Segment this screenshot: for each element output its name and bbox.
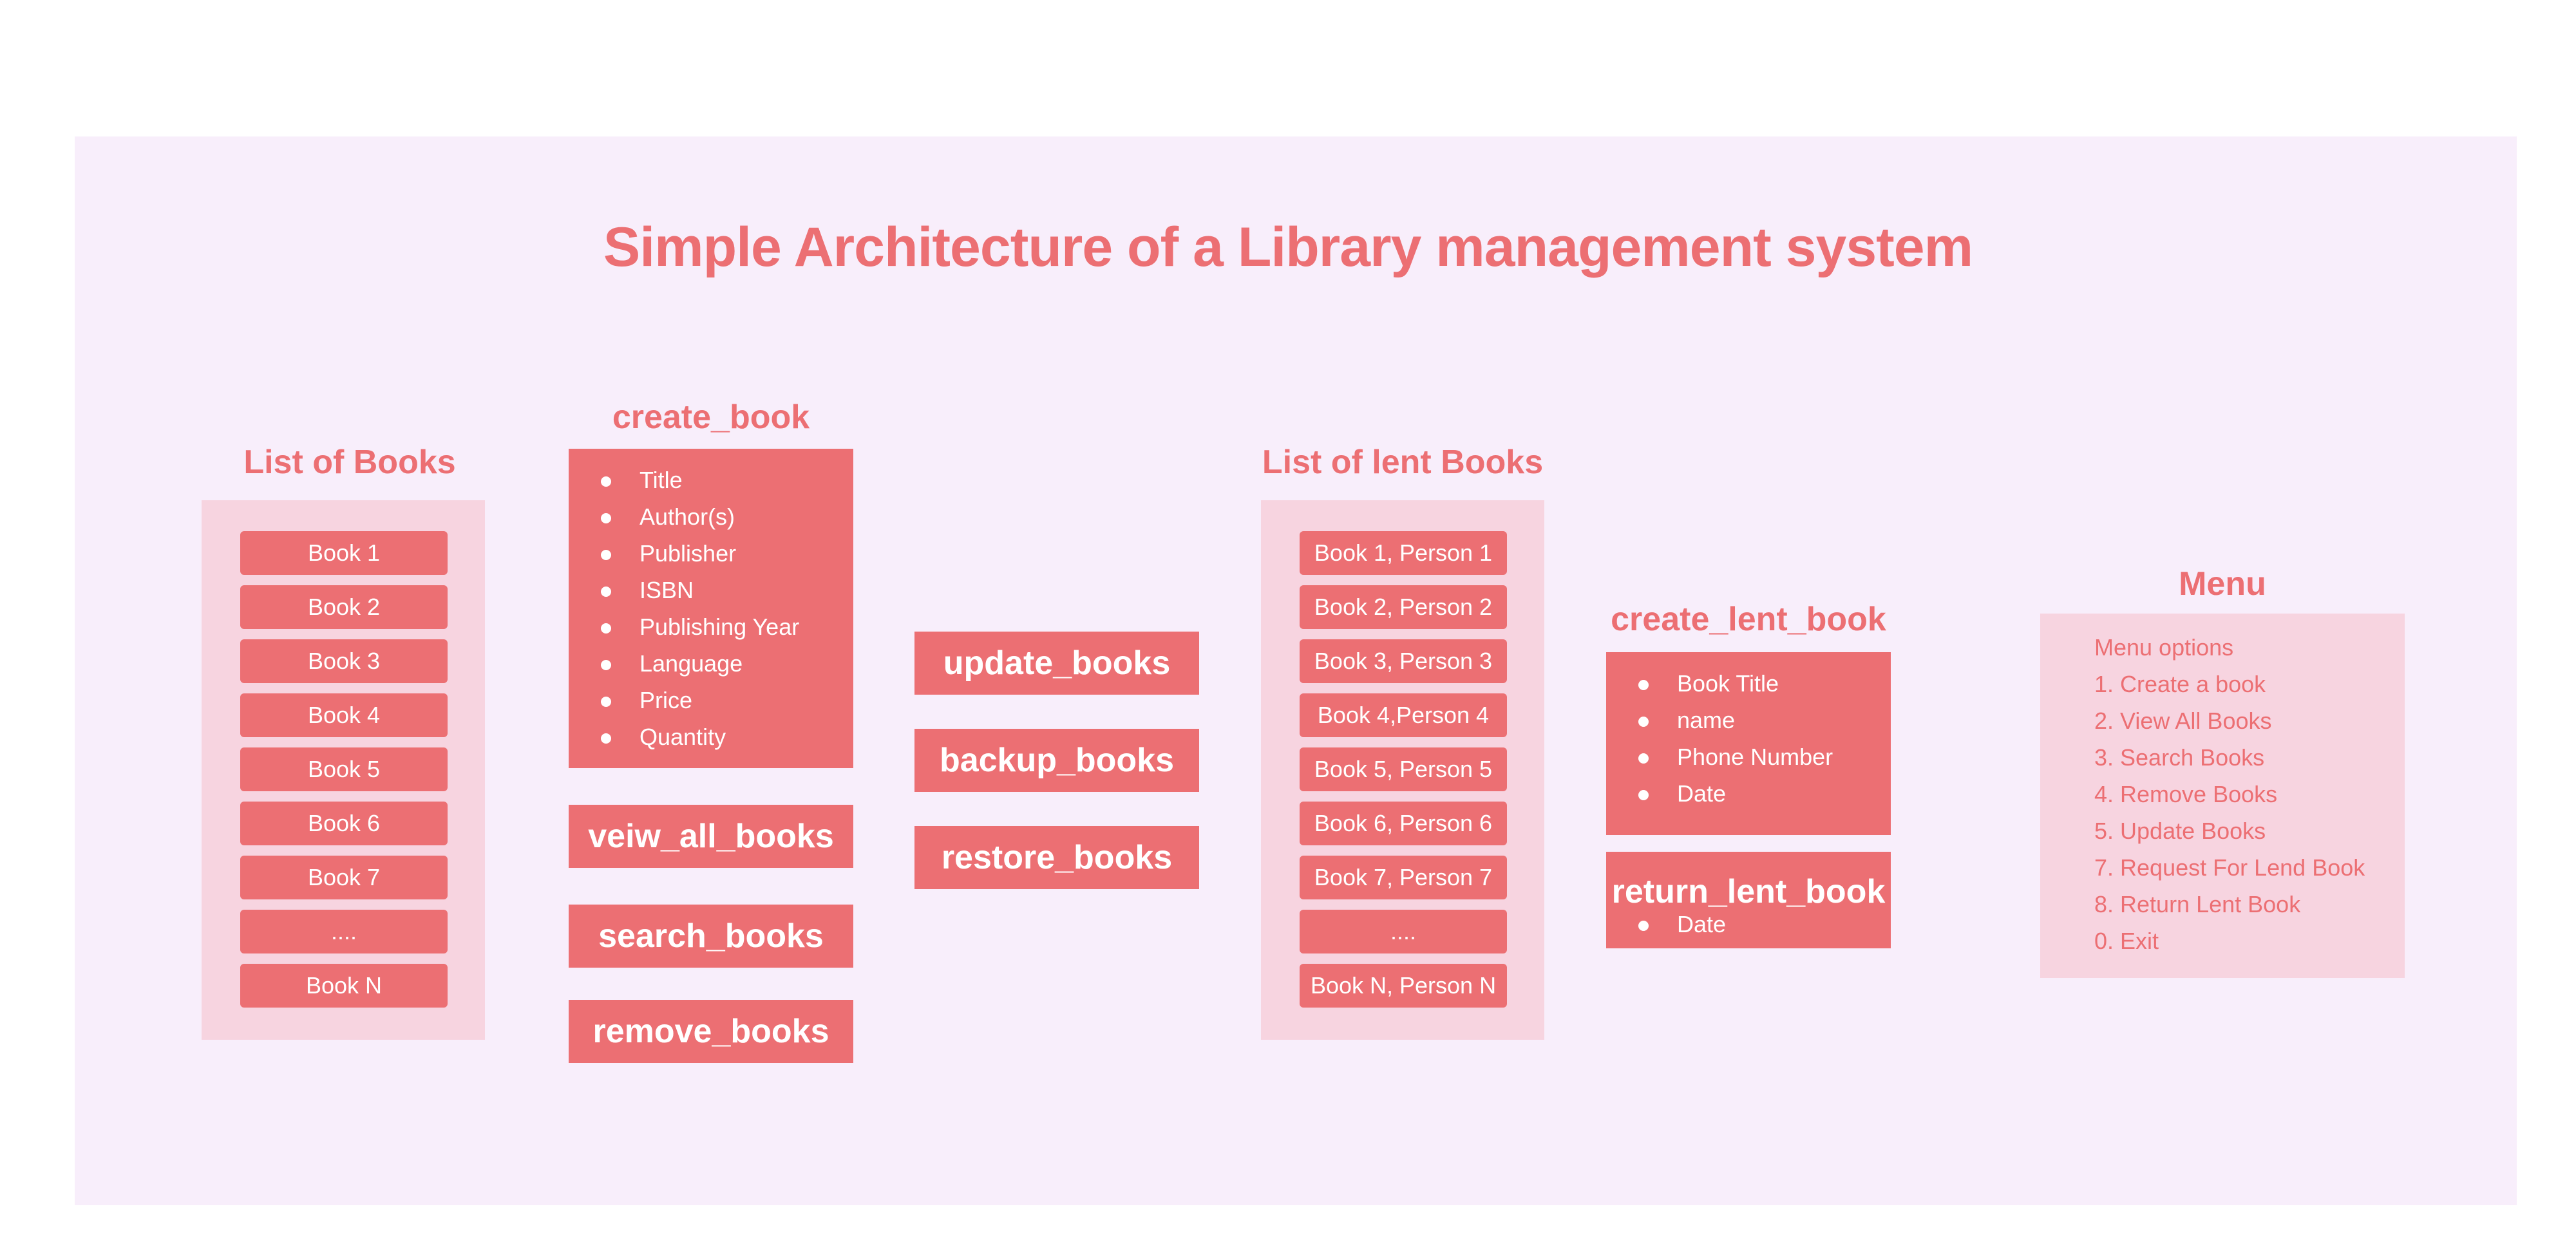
book-item: Book 1 <box>240 531 448 575</box>
field-item: Date <box>1638 906 1726 943</box>
bullet-icon <box>601 660 611 670</box>
bullet-icon <box>601 550 611 560</box>
search-books-box: search_books <box>569 905 853 968</box>
book-item: Book 2 <box>240 585 448 629</box>
bullet-icon <box>1638 717 1649 727</box>
book-item: Book 6 <box>240 802 448 845</box>
book-item: Book 4 <box>240 693 448 737</box>
update-books-box: update_books <box>914 632 1199 695</box>
create-book-panel: Title Author(s) Publisher ISBN Publishin… <box>569 449 853 768</box>
backup-books-box: backup_books <box>914 729 1199 792</box>
bullet-icon <box>601 513 611 523</box>
return-lent-book-panel: return_lent_book Date <box>1606 852 1891 948</box>
menu-panel: Menu options 1. Create a book 2. View Al… <box>2040 614 2405 978</box>
return-lent-book-fields: Date <box>1638 906 1726 943</box>
create-lent-book-label: create_lent_book <box>1611 601 1886 638</box>
create-book-fields: Title Author(s) Publisher ISBN Publishin… <box>601 462 799 755</box>
field-item: Quantity <box>601 718 799 755</box>
field-item: Title <box>601 462 799 498</box>
create-lent-book-fields: Book Title name Phone Number Date <box>1638 665 1833 812</box>
menu-option: 5. Update Books <box>2094 818 2266 844</box>
bullet-icon <box>601 733 611 744</box>
field-item: Language <box>601 645 799 682</box>
book-item: .... <box>240 910 448 953</box>
bullet-icon <box>1638 753 1649 764</box>
menu-label: Menu <box>2179 565 2266 603</box>
field-item: Author(s) <box>601 498 799 535</box>
book-item: Book N <box>240 964 448 1008</box>
field-item: ISBN <box>601 572 799 608</box>
lent-book-item: Book 3, Person 3 <box>1300 639 1507 683</box>
book-item: Book 7 <box>240 856 448 899</box>
bullet-icon <box>601 476 611 487</box>
field-item: Price <box>601 682 799 718</box>
lent-book-item: Book 1, Person 1 <box>1300 531 1507 575</box>
lent-book-item: Book 6, Person 6 <box>1300 802 1507 845</box>
menu-option: 8. Return Lent Book <box>2094 891 2301 917</box>
remove-books-box: remove_books <box>569 1000 853 1063</box>
lent-book-item: Book 2, Person 2 <box>1300 585 1507 629</box>
book-item: Book 5 <box>240 747 448 791</box>
list-of-lent-books-label: List of lent Books <box>1262 444 1544 481</box>
book-item: Book 3 <box>240 639 448 683</box>
create-book-label: create_book <box>612 399 810 436</box>
menu-option: 7. Request For Lend Book <box>2094 854 2365 881</box>
veiw-all-books-box: veiw_all_books <box>569 805 853 868</box>
lent-book-item: .... <box>1300 910 1507 953</box>
bullet-icon <box>601 623 611 634</box>
field-item: Book Title <box>1638 665 1833 702</box>
field-item: name <box>1638 702 1833 738</box>
menu-option: 4. Remove Books <box>2094 781 2278 807</box>
restore-books-box: restore_books <box>914 826 1199 889</box>
menu-options-list: Menu options 1. Create a book 2. View Al… <box>2094 629 2365 959</box>
lent-book-item: Book 7, Person 7 <box>1300 856 1507 899</box>
field-item: Phone Number <box>1638 738 1833 775</box>
bullet-icon <box>1638 921 1649 931</box>
create-lent-book-panel: Book Title name Phone Number Date <box>1606 652 1891 835</box>
field-item: Publisher <box>601 535 799 572</box>
lent-book-item: Book N, Person N <box>1300 964 1507 1008</box>
menu-option: 0. Exit <box>2094 928 2159 954</box>
menu-option: 2. View All Books <box>2094 708 2272 734</box>
bullet-icon <box>1638 790 1649 800</box>
list-of-books-label: List of Books <box>243 444 456 481</box>
bullet-icon <box>601 587 611 597</box>
field-item: Date <box>1638 775 1833 812</box>
diagram-title: Simple Architecture of a Library managem… <box>603 216 1973 278</box>
bullet-icon <box>1638 680 1649 690</box>
menu-heading: Menu options <box>2094 634 2234 661</box>
menu-option: 3. Search Books <box>2094 744 2265 771</box>
lent-book-item: Book 5, Person 5 <box>1300 747 1507 791</box>
lent-book-item: Book 4,Person 4 <box>1300 693 1507 737</box>
bullet-icon <box>601 697 611 707</box>
menu-option: 1. Create a book <box>2094 671 2266 697</box>
field-item: Publishing Year <box>601 608 799 645</box>
return-lent-book-label: return_lent_book <box>1611 873 1886 910</box>
